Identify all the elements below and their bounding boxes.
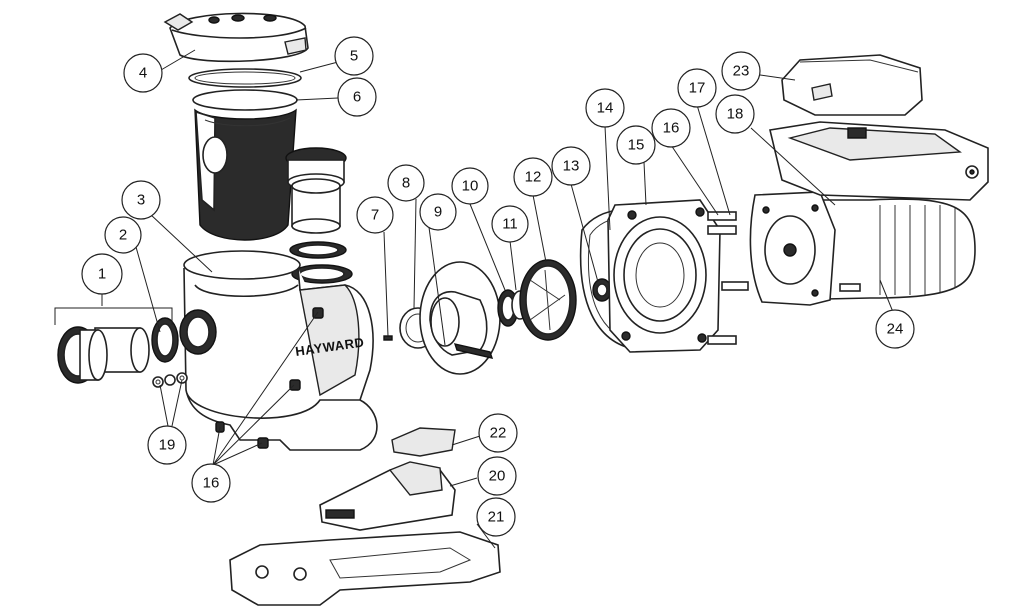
callout-2: 2 xyxy=(104,216,142,254)
callout-17: 17 xyxy=(677,68,717,108)
callout-4-label: 4 xyxy=(139,65,147,82)
motor xyxy=(749,191,976,306)
callout-15: 15 xyxy=(616,125,656,165)
shaft-seal xyxy=(592,278,612,302)
callout-16-upper-label: 16 xyxy=(663,120,680,137)
callout-18-label: 18 xyxy=(727,106,744,123)
callout-24-label: 24 xyxy=(887,321,904,338)
callout-20-label: 20 xyxy=(489,468,506,485)
callout-8: 8 xyxy=(387,164,425,202)
callout-24: 24 xyxy=(875,309,915,349)
callout-16-lower: 16 xyxy=(191,463,231,503)
callout-14: 14 xyxy=(585,88,625,128)
callout-5-label: 5 xyxy=(350,48,358,65)
callout-11: 11 xyxy=(491,205,529,243)
callout-1: 1 xyxy=(81,253,123,295)
callout-22: 22 xyxy=(478,413,518,453)
drain-plugs xyxy=(152,372,188,388)
callout-19: 19 xyxy=(147,425,187,465)
callout-11-label: 11 xyxy=(502,216,518,233)
callout-21-label: 21 xyxy=(488,509,505,526)
callout-13-label: 13 xyxy=(563,158,580,175)
callout-17-label: 17 xyxy=(689,80,706,97)
pump-housing: HAYWARD xyxy=(179,250,378,451)
callout-3: 3 xyxy=(121,180,161,220)
strainer-basket xyxy=(192,89,298,241)
seal-plate-bolts xyxy=(707,211,749,345)
callout-9-label: 9 xyxy=(434,204,442,221)
impeller xyxy=(519,259,577,341)
callout-23-label: 23 xyxy=(733,63,750,80)
drive-cover xyxy=(781,54,923,116)
callout-12: 12 xyxy=(513,157,553,197)
callout-16-lower-label: 16 xyxy=(203,475,220,492)
callout-10-label: 10 xyxy=(462,178,479,195)
strainer-lid xyxy=(163,12,309,63)
callout-23: 23 xyxy=(721,51,761,91)
callout-13: 13 xyxy=(551,146,591,186)
callout-20: 20 xyxy=(477,456,517,496)
callout-21: 21 xyxy=(476,497,516,537)
callout-16-upper: 16 xyxy=(651,108,691,148)
callout-7: 7 xyxy=(356,196,394,234)
union-fitting xyxy=(57,326,150,384)
callout-18: 18 xyxy=(715,94,755,134)
leader-lines xyxy=(54,49,894,549)
drive-housing xyxy=(769,121,989,201)
base-spacer xyxy=(391,427,456,457)
callout-7-label: 7 xyxy=(371,207,379,224)
callout-14-label: 14 xyxy=(597,100,614,117)
base-riser xyxy=(319,461,456,531)
callout-2-label: 2 xyxy=(119,227,127,244)
union-o-ring xyxy=(151,317,179,363)
base-plate xyxy=(229,531,501,606)
lid-o-ring xyxy=(188,68,302,88)
seal-plate xyxy=(607,199,721,353)
spare-union-fitting xyxy=(285,147,353,284)
callout-19-label: 19 xyxy=(159,437,176,454)
callout-5: 5 xyxy=(334,36,374,76)
callouts: 1 2 3 4 5 6 7 8 9 10 11 12 13 14 15 16 1… xyxy=(81,36,915,537)
callout-1-label: 1 xyxy=(98,266,106,283)
diffuser xyxy=(419,261,501,375)
callout-10: 10 xyxy=(451,167,489,205)
callout-15-label: 15 xyxy=(628,137,645,154)
callout-9: 9 xyxy=(419,193,457,231)
callout-3-label: 3 xyxy=(137,192,145,209)
callout-6: 6 xyxy=(337,77,377,117)
callout-22-label: 22 xyxy=(490,425,507,442)
callout-4: 4 xyxy=(123,53,163,93)
callout-8-label: 8 xyxy=(402,175,410,192)
callout-12-label: 12 xyxy=(525,169,542,186)
callout-6-label: 6 xyxy=(353,89,361,106)
